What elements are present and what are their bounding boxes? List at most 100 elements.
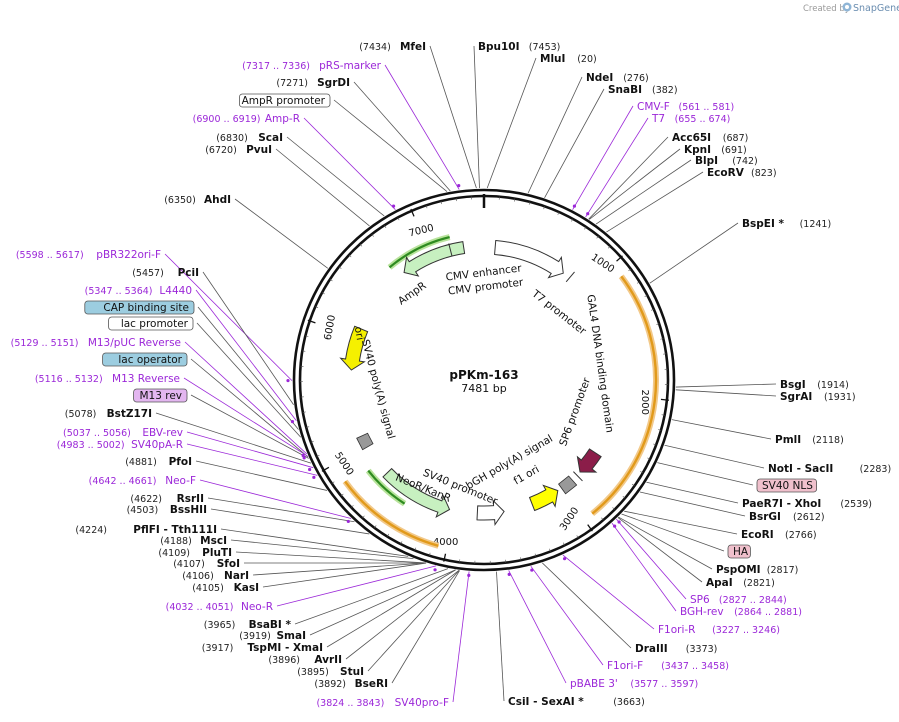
enzyme-stui: StuI [340,666,364,678]
position-ndei: (276) [623,73,649,84]
sv40-promoter-arrow [476,499,505,527]
leader-prs-marker [384,64,460,190]
leader-tspmi-xmai [326,569,456,648]
enzyme-acc65i: Acc65I [672,132,711,144]
backbone-outer-ring [292,188,676,572]
leader-ahdi [234,198,329,269]
feature-label-sp6-promoter: SP6 promoter [557,376,593,448]
ruler-minor-tick [576,535,579,539]
position-bseri: (3892) [314,679,346,690]
feature-label-ori: ori [352,326,366,342]
primer-sv40pro-f: SV40pro-F [395,697,449,709]
leader-neo-f [199,479,352,519]
ruler-minor-tick [414,547,417,551]
position-m13-puc-reverse: (5129 .. 5151) [11,338,79,349]
enzyme-pcii: PciI [178,267,199,279]
primer-l4440: L4440 [159,285,192,297]
position-bsgi: (1914) [817,380,849,391]
position-bspei: (1241) [800,219,832,230]
ruler-tick [616,255,623,262]
ruler-minor-tick [653,443,657,446]
enzyme-draiii: DraIII [635,643,668,655]
position-pluti: (4109) [158,548,190,559]
leader-mfei [429,45,477,189]
enzyme-paer7i-xhoi: PaeR7I - XhoI [742,498,821,510]
ruler-minor-tick [340,493,344,497]
ruler-minor-tick [636,281,640,284]
primer-mark [457,184,461,188]
sp6-promoter-mark [573,471,583,482]
leader-sgrdi [353,81,451,192]
ruler-minor-tick [306,426,310,428]
primer-amp-r: Amp-R [265,113,300,125]
ruler-minor-tick [640,471,644,474]
primer-cmv-f: CMV-F [637,101,670,113]
right-labels: Bpu10I(7453)MluI(20)NdeI(276)SnaBI(382)C… [478,41,891,708]
position-sgrdi: (7271) [276,78,308,89]
leader-sv40pro-f [452,571,470,703]
feature-arcs [339,234,659,549]
enzyme-bsgi: BsgI [780,379,806,391]
ruler-minor-tick [647,457,651,460]
credit-prefix: Created by [803,4,850,14]
ruler-minor-tick [528,201,531,205]
ruler-minor-tick [596,235,599,239]
bgh-polya-box [558,475,578,495]
ruler-minor-tick [302,411,306,413]
ruler-tick [587,524,593,532]
primer-mark [562,557,567,561]
leader-lac-operator [190,358,309,458]
position-pfoi: (4881) [125,457,157,468]
enzyme-blpi: BlpI [695,155,718,167]
enzyme-ecori: EcoRI [741,529,774,541]
ruler-minor-tick [644,294,648,297]
position-bsabi: (3965) [204,620,236,631]
leader-sv40-nls [657,462,754,486]
enzyme-scai: ScaI [258,132,283,144]
enzyme-pfoi: PfoI [169,456,192,468]
position-apai: (2821) [743,578,775,589]
leader-cap-binding-site [197,306,299,430]
leader-lines [155,45,777,703]
leader-cmv-f [572,105,634,210]
leader-apai [617,517,703,583]
primer-neo-r: Neo-R [241,601,273,613]
position-neo-f: (4642 .. 4661) [89,476,157,487]
enzyme-ecorv: EcoRV [707,167,745,179]
feature-m13-rev: M13 rev [139,390,182,402]
position-amp-r: (6900 .. 6919) [193,114,261,125]
ruler-minor-tick [362,515,365,519]
ruler-label: 5000 [332,450,355,477]
leader-draiii [542,562,632,649]
primer-f1ori-r: F1ori-R [658,624,695,636]
position-t7: (655 .. 674) [675,114,731,125]
leader-ecori [624,510,738,535]
leader-m13-reverse [183,377,309,457]
ruler-minor-tick [661,414,665,416]
feature-box-lac-operator [102,352,188,367]
primer-mark [391,204,396,208]
position-mlui: (20) [577,54,597,65]
ruler-minor-tick [348,254,352,258]
leader-scai [286,136,385,217]
feature-box-cap-binding-site [84,300,195,315]
leader-bgh-rev [611,522,677,612]
enzyme-kpni: KpnI [684,144,711,156]
leader-acc65i [588,136,669,220]
primer-mark [507,572,511,576]
leader-ndei [527,76,583,194]
ruler-tick [321,466,330,472]
position-ahdi: (6350) [164,195,196,206]
primer-mark [301,453,305,458]
position-pvui: (6720) [205,145,237,156]
feature-cap-binding-site: CAP binding site [103,302,189,314]
leader-bspei [649,222,739,284]
plasmid-length: 7481 bp [461,382,506,395]
ruler-minor-tick [316,455,320,457]
ruler-minor-tick [315,306,319,308]
position-sfoi: (4107) [173,559,205,570]
position-pspomi: (2817) [767,565,799,576]
ruler-label: 2000 [639,390,650,415]
position-snabi: (382) [652,85,678,96]
ruler-minor-tick [513,198,516,202]
